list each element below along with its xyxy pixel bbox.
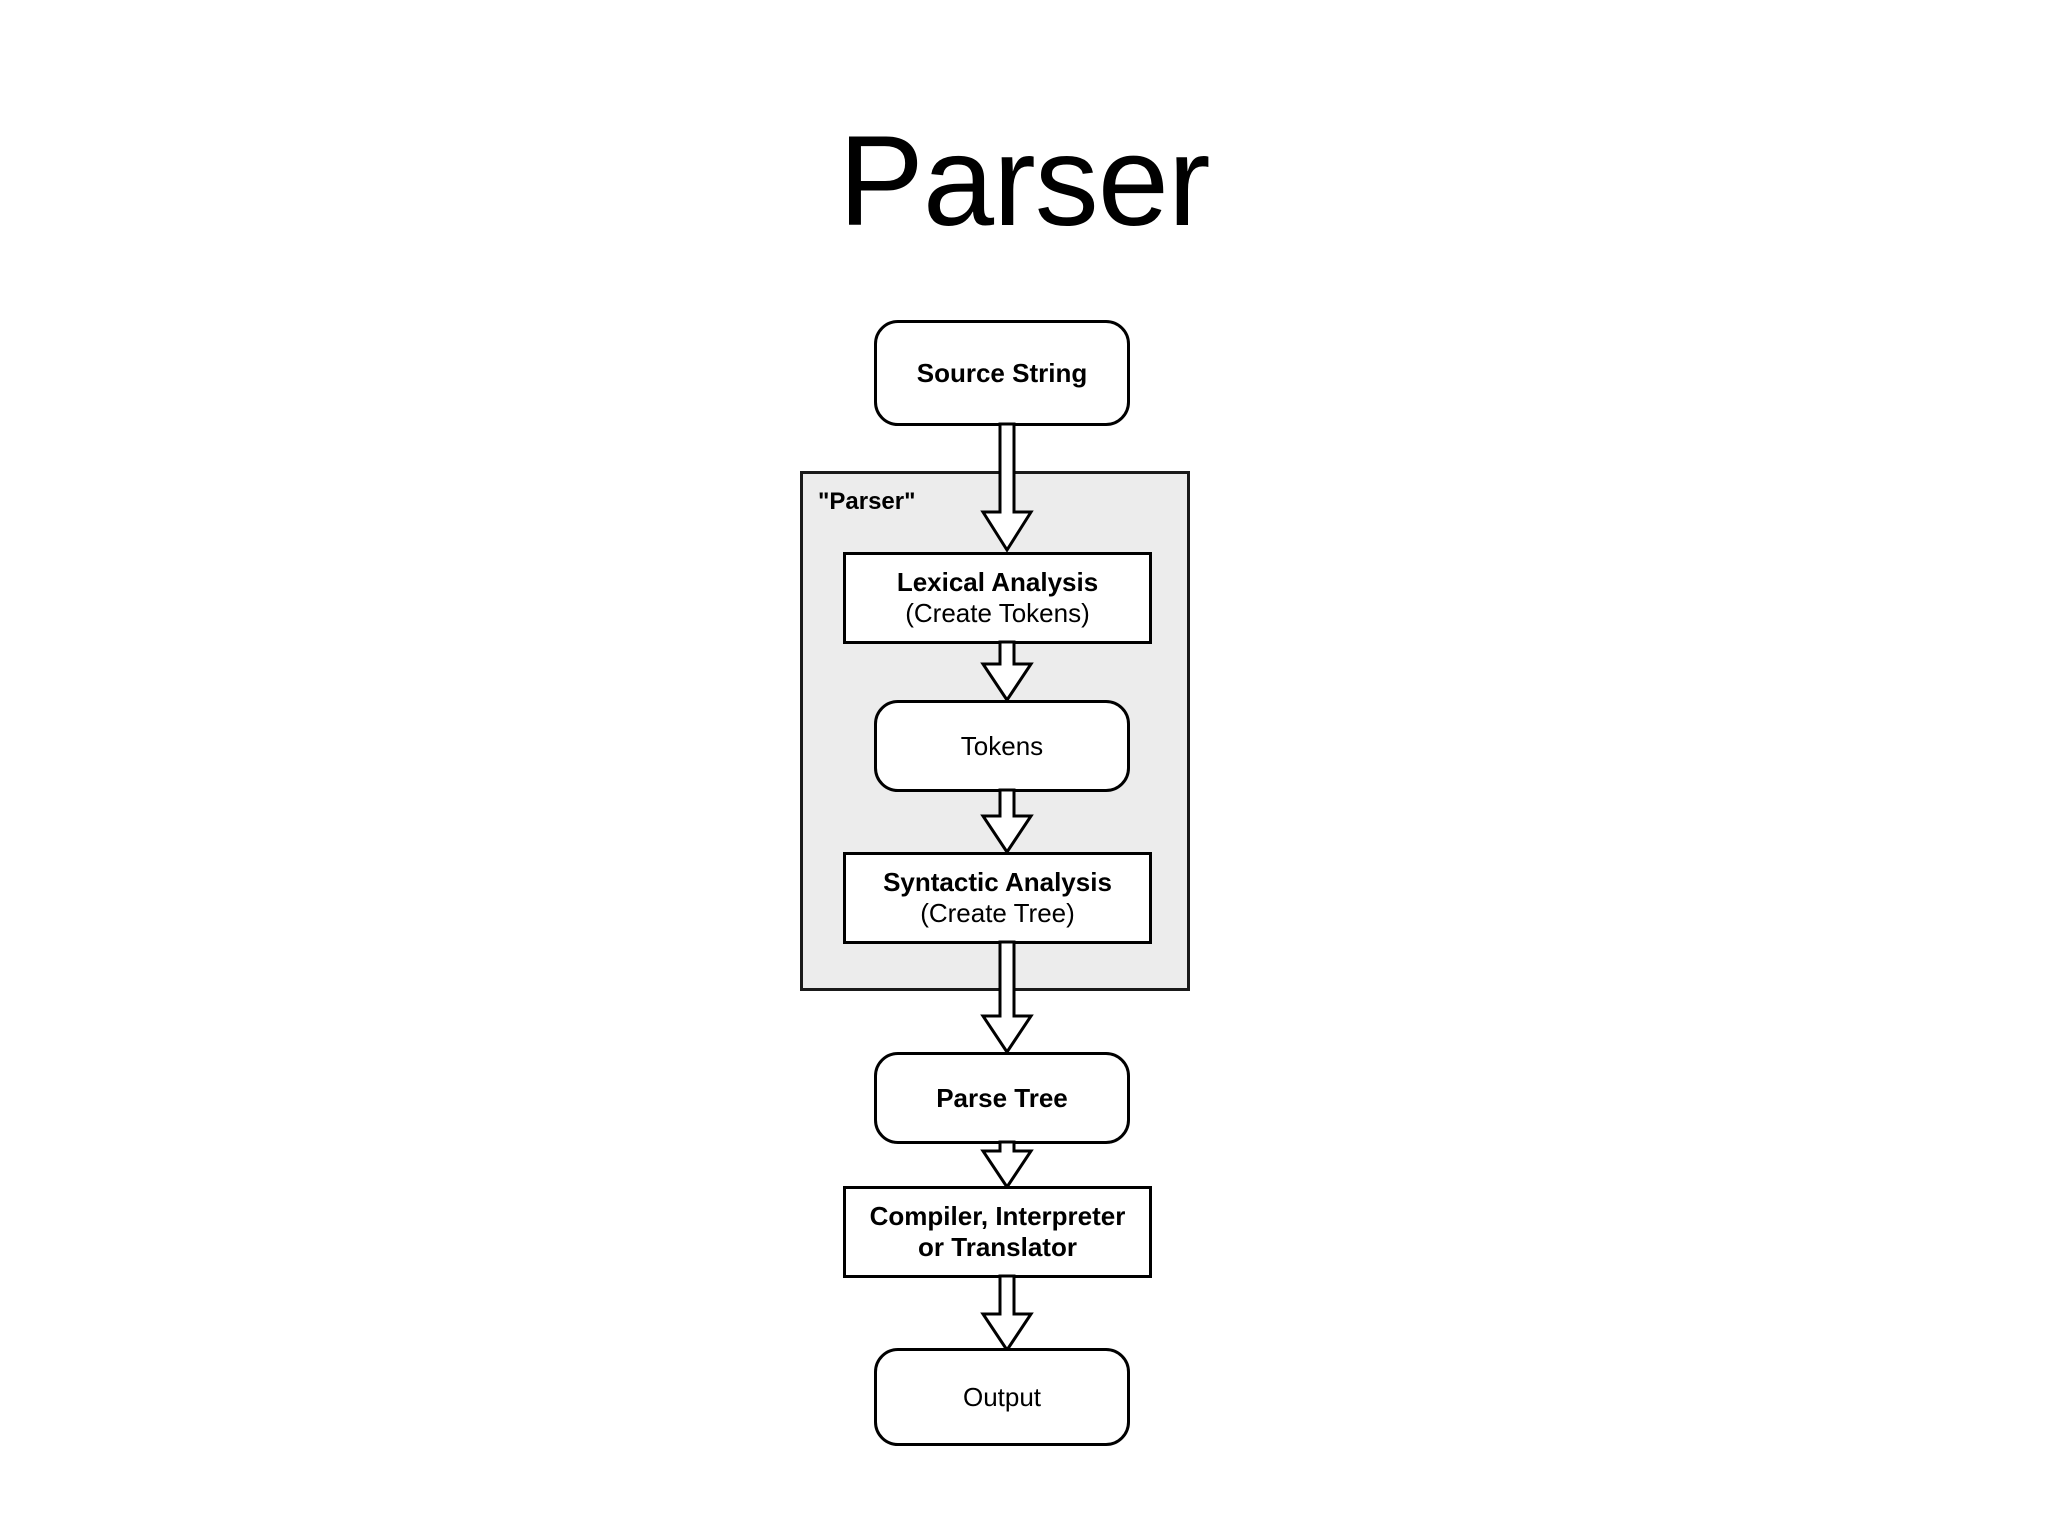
node-lexical-analysis-label: Lexical Analysis xyxy=(896,567,1099,598)
node-lexical-analysis: Lexical Analysis (Create Tokens) xyxy=(843,552,1152,644)
node-compiler-interpreter-translator: Compiler, Interpreter or Translator xyxy=(843,1186,1152,1278)
node-lexical-analysis-sublabel: (Create Tokens) xyxy=(905,598,1090,628)
node-tokens-label: Tokens xyxy=(960,730,1044,761)
parser-group-label: "Parser" xyxy=(818,488,916,515)
arrow-syntactic-analysis-to-parse-tree xyxy=(980,940,1034,1055)
node-syntactic-analysis: Syntactic Analysis (Create Tree) xyxy=(843,852,1152,944)
arrow-parse-tree-to-compiler xyxy=(980,1140,1034,1190)
page-title: Parser xyxy=(838,110,1211,253)
node-parse-tree: Parse Tree xyxy=(874,1052,1130,1144)
node-compiler-sublabel: or Translator xyxy=(918,1232,1077,1262)
node-syntactic-analysis-sublabel: (Create Tree) xyxy=(920,898,1075,928)
node-source-string: Source String xyxy=(874,320,1130,426)
arrow-source-string-to-lexical-analysis xyxy=(980,422,1034,553)
node-output: Output xyxy=(874,1348,1130,1446)
arrow-compiler-to-output xyxy=(980,1274,1034,1353)
arrow-lexical-analysis-to-tokens xyxy=(980,640,1034,703)
node-compiler-label: Compiler, Interpreter xyxy=(869,1201,1126,1232)
arrow-tokens-to-syntactic-analysis xyxy=(980,788,1034,855)
node-parse-tree-label: Parse Tree xyxy=(936,1082,1068,1113)
node-syntactic-analysis-label: Syntactic Analysis xyxy=(883,867,1112,898)
node-output-label: Output xyxy=(962,1381,1042,1412)
node-tokens: Tokens xyxy=(874,700,1130,792)
node-source-string-label: Source String xyxy=(916,357,1088,388)
